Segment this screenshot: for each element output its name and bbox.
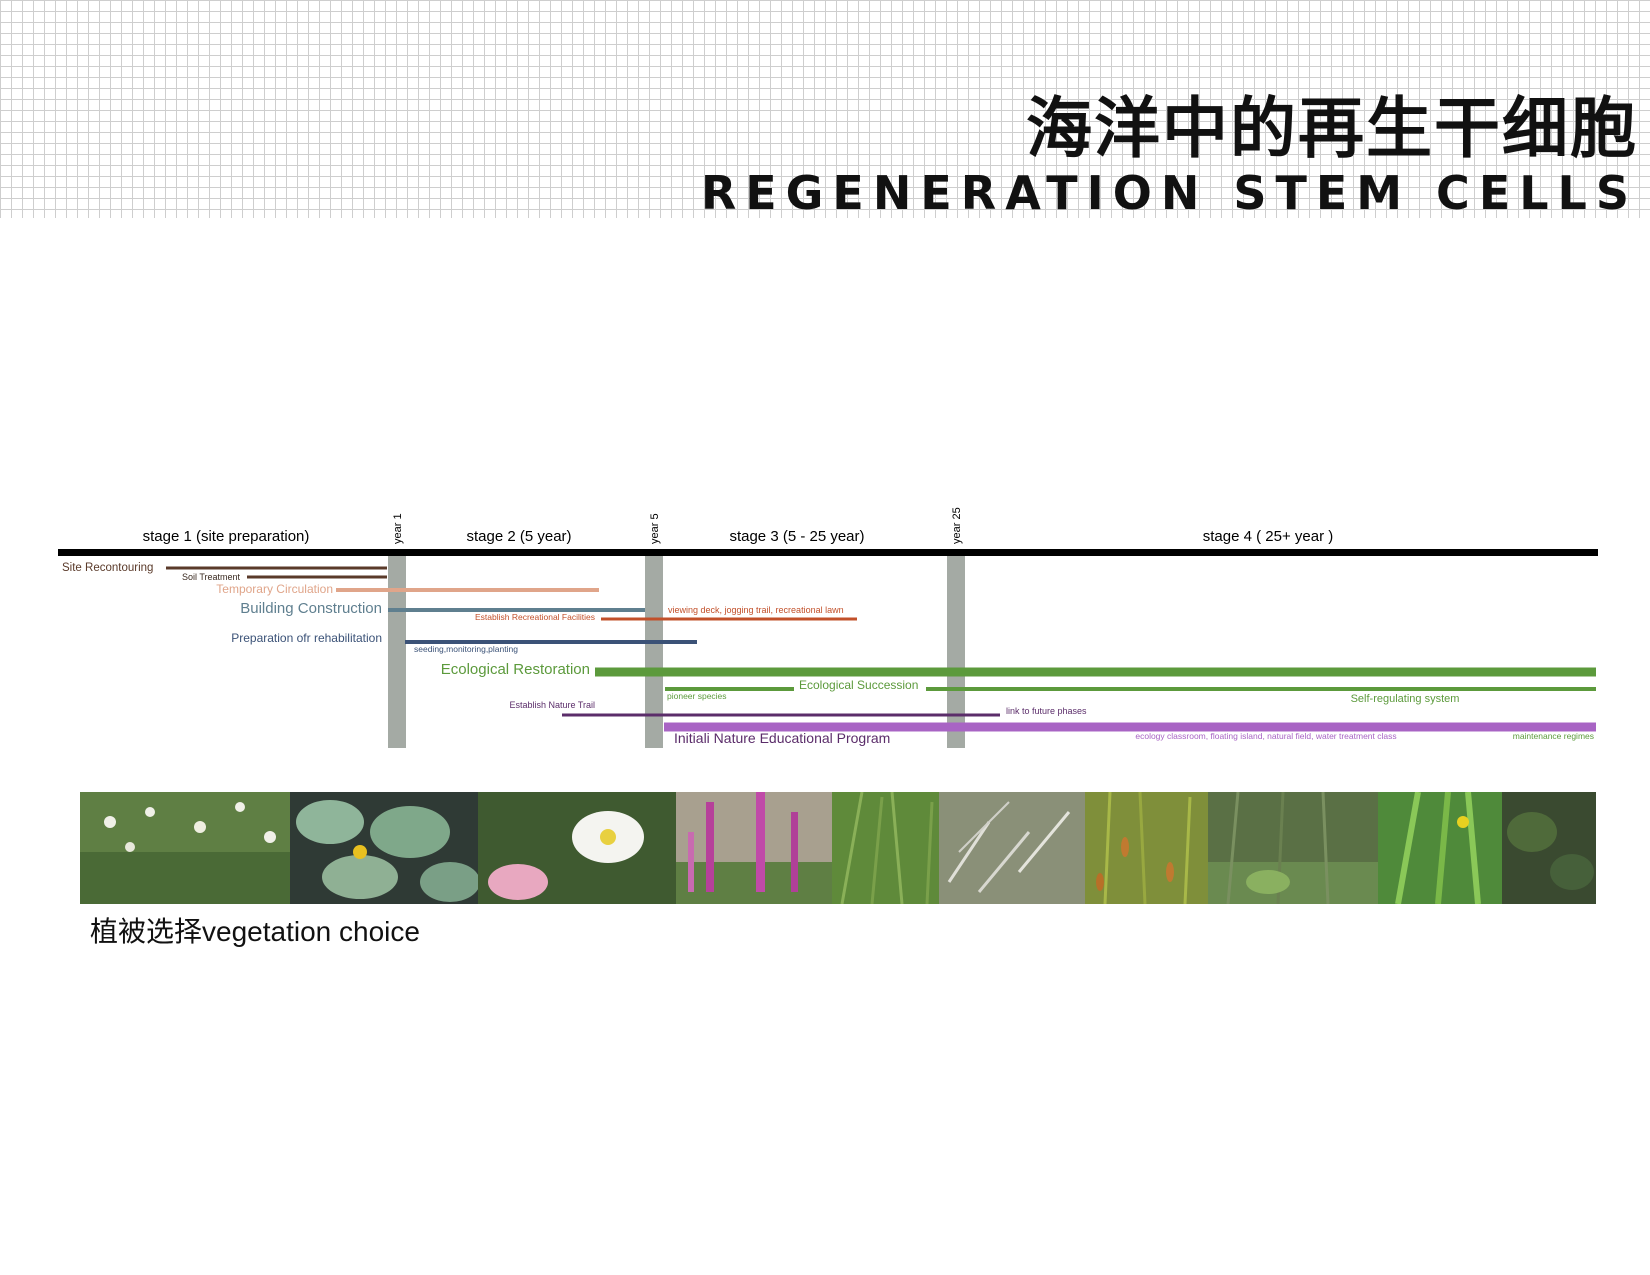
stage-label-2: stage 2 (5 year) <box>466 528 571 545</box>
stage-label-4: stage 4 ( 25+ year ) <box>1203 528 1334 545</box>
stage-label-3: stage 3 (5 - 25 year) <box>729 528 864 545</box>
label-ecological-succession: Ecological Succession <box>799 678 918 692</box>
silver-grass-photo <box>939 792 1085 904</box>
milestone-label-year5: year 5 <box>649 513 661 544</box>
label-temporary-circulation: Temporary Circulation <box>216 582 333 596</box>
label-ecological-restoration: Ecological Restoration <box>441 661 590 678</box>
grid-background <box>0 0 1650 218</box>
milestone-bar-year5 <box>645 550 663 748</box>
label-seeding: seeding,monitoring,planting <box>414 644 518 654</box>
timeline-axis <box>58 549 1598 556</box>
label-link-future: link to future phases <box>1006 706 1087 716</box>
reed-photo <box>1208 792 1378 904</box>
label-self-regulating: Self-regulating system <box>1351 693 1460 705</box>
label-nature-program: Initiali Nature Educational Program <box>674 730 890 746</box>
title-chinese: 海洋中的再生干细胞 <box>1026 90 1638 167</box>
label-viewing-deck: viewing deck, jogging trail, recreationa… <box>668 605 844 615</box>
milestone-bar-year25 <box>947 550 965 748</box>
white-flower-photo <box>80 792 290 904</box>
label-pioneer-species: pioneer species <box>667 691 727 701</box>
label-nature-trail: Establish Nature Trail <box>509 700 595 710</box>
timeline-diagram: stage 1 (site preparation) stage 2 (5 ye… <box>58 507 1598 748</box>
milestone-label-year1: year 1 <box>392 513 404 544</box>
cattail-photo <box>1085 792 1208 904</box>
vegetation-caption: 植被选择vegetation choice <box>90 916 420 947</box>
label-site-recontouring: Site Recontouring <box>62 562 153 574</box>
label-soil-treatment: Soil Treatment <box>182 572 241 582</box>
grass-photo <box>832 792 939 904</box>
label-preparation-rehab: Preparation ofr rehabilitation <box>231 631 382 645</box>
iris-photo <box>1378 792 1502 904</box>
water-lily-pad-photo <box>290 792 478 904</box>
milestone-label-year25: year 25 <box>951 507 963 544</box>
vegetation-photo-strip <box>80 792 1596 904</box>
label-ecology-classroom: ecology classroom, floating island, natu… <box>1135 731 1396 741</box>
label-recreational-facilities: Establish Recreational Facilities <box>475 612 595 622</box>
purple-loosestrife-photo <box>676 792 832 904</box>
stage-label-1: stage 1 (site preparation) <box>143 528 310 545</box>
label-building-construction: Building Construction <box>240 600 382 617</box>
white-lotus-photo <box>478 792 676 904</box>
label-maintenance: maintenance regimes <box>1513 731 1594 741</box>
dark-foliage-photo <box>1502 792 1596 904</box>
milestone-bar-year1 <box>388 550 406 748</box>
title-english: REGENERATION STEM CELLS <box>700 166 1638 220</box>
